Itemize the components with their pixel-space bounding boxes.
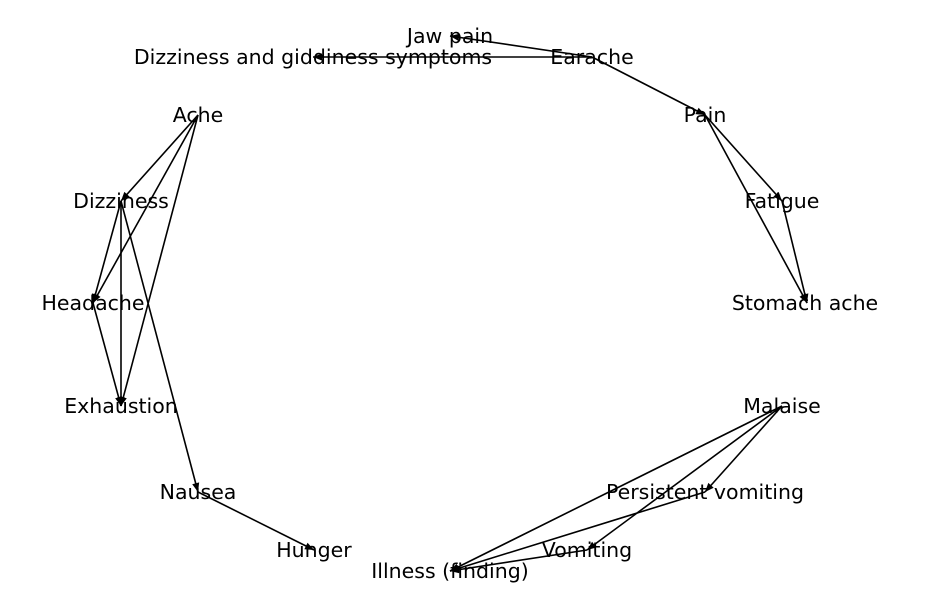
edges-layer	[91, 33, 809, 574]
edge-dizziness-headache	[92, 200, 122, 304]
edge-ache-headache	[92, 114, 199, 304]
edge-arrowhead-vomiting-illness_finding	[450, 566, 460, 574]
node-label-pain: Pain	[684, 103, 727, 127]
edge-dizziness-nausea	[120, 200, 199, 493]
node-label-illness_finding: Illness (finding)	[371, 559, 529, 583]
node-label-jaw_pain: Jaw pain	[405, 24, 493, 48]
edge-arrowhead-earache-pain	[695, 107, 705, 115]
edge-malaise-vomiting	[586, 405, 783, 551]
edge-earache-pain	[591, 56, 706, 116]
edge-persistent_vomiting-illness_finding	[449, 491, 706, 572]
node-label-nausea: Nausea	[160, 480, 237, 504]
node-label-vomiting: Vomiting	[542, 538, 632, 562]
edge-fatigue-stomach_ache	[781, 200, 808, 304]
edge-vomiting-illness_finding	[449, 549, 588, 572]
edge-arrowhead-pain-fatigue	[773, 191, 782, 201]
edge-ache-dizziness	[120, 114, 199, 202]
edge-pain-stomach_ache	[704, 114, 808, 304]
node-label-earache: Earache	[550, 45, 633, 69]
node-label-hunger: Hunger	[276, 538, 352, 562]
edge-arrowhead-earache-dizziness_giddiness	[313, 53, 322, 61]
edge-arrowhead-nausea-hunger	[304, 542, 314, 550]
edge-earache-jaw_pain	[449, 35, 593, 58]
node-label-dizziness: Dizziness	[73, 189, 169, 213]
edge-arrowhead-dizziness-nausea	[192, 482, 200, 492]
edge-pain-fatigue	[704, 114, 783, 202]
edge-arrowhead-earache-jaw_pain	[450, 33, 460, 41]
edge-arrowhead-fatigue-stomach_ache	[801, 293, 809, 303]
node-label-malaise: Malaise	[743, 394, 821, 418]
edge-malaise-persistent_vomiting	[704, 405, 783, 493]
node-label-dizziness_giddiness: Dizziness and giddiness symptoms	[134, 45, 492, 69]
edge-arrowhead-ache-dizziness	[121, 191, 130, 201]
node-label-persistent_vomiting: Persistent vomiting	[606, 480, 804, 504]
node-label-ache: Ache	[173, 103, 224, 127]
edge-arrowhead-headache-exhaustion	[115, 396, 123, 406]
edge-arrowhead-dizziness-headache	[91, 293, 99, 303]
edge-nausea-hunger	[197, 491, 315, 551]
node-label-headache: Headache	[41, 291, 144, 315]
node-label-stomach_ache: Stomach ache	[732, 291, 878, 315]
node-label-exhaustion: Exhaustion	[64, 394, 178, 418]
edge-malaise-illness_finding	[449, 405, 783, 572]
edge-arrowhead-malaise-persistent_vomiting	[705, 482, 714, 492]
node-label-fatigue: Fatigue	[745, 189, 820, 213]
edge-arrowhead-malaise-vomiting	[587, 541, 597, 550]
edge-headache-exhaustion	[92, 302, 122, 407]
edge-ache-exhaustion	[120, 114, 199, 407]
